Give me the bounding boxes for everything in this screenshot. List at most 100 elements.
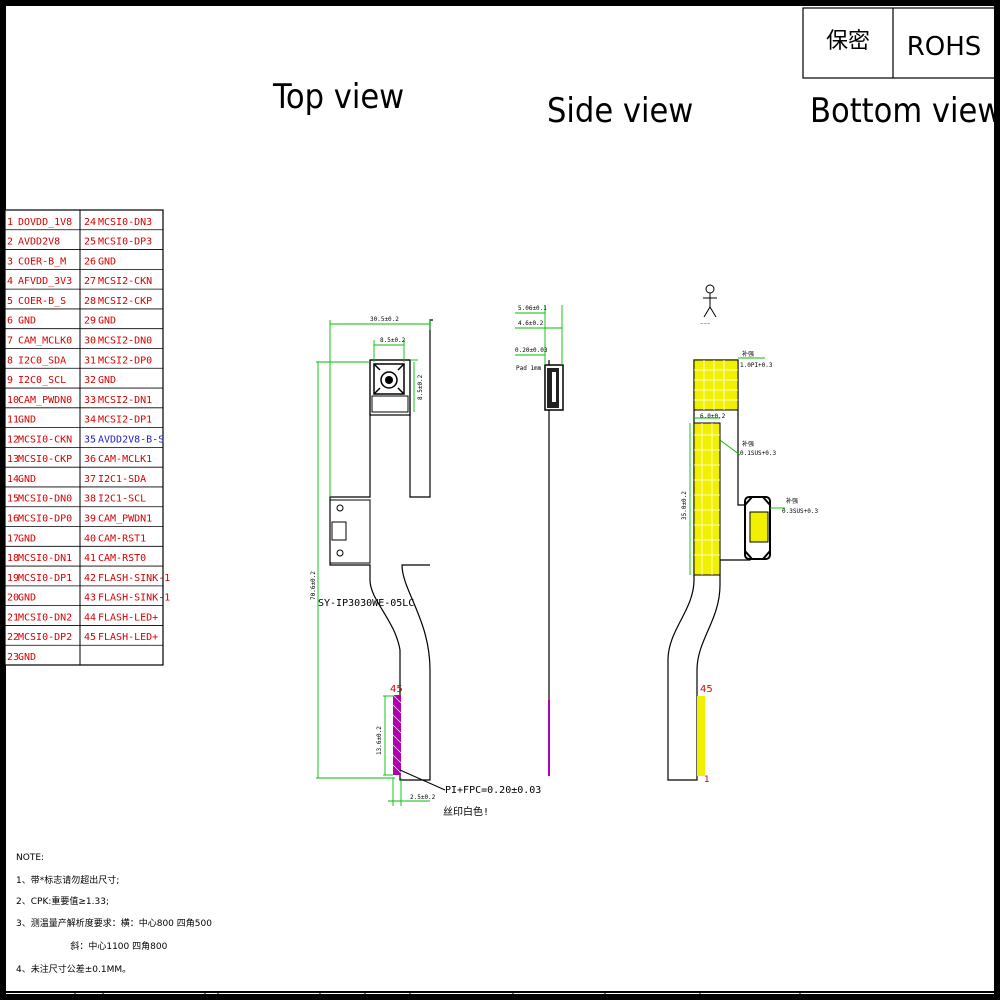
note-item: 4、未注尺寸公差±0.1MM。 [16, 963, 131, 975]
pin-signal-name: MCSI0-DP2 [18, 632, 72, 643]
bottom-body-dim: 6.0±0.2 [700, 413, 726, 420]
note-item: 斜：中心1100 四角800 [16, 940, 168, 952]
stiffener-top [693, 359, 739, 411]
title-block-ticks [74, 992, 801, 1000]
pin-table-frame [4, 209, 164, 666]
pin-number: 42 [84, 573, 96, 584]
header-block: 保密 ROHS [802, 7, 998, 79]
pin-signal-name: MCSI2-DN0 [98, 335, 152, 346]
bottom-stiffener3-label: 补强 [786, 497, 798, 505]
pin-number: 30 [84, 335, 96, 346]
pin-number: 32 [84, 375, 96, 386]
pin-number: 23 [7, 652, 19, 663]
stiffener-main [693, 422, 721, 576]
pin-number: 9 [7, 375, 13, 386]
pin-number: 15 [7, 494, 19, 505]
top-view-drawing: 45 30.5±0.2 8.5±0.2 8.5±0.2 70.6±0.2 13.… [310, 316, 541, 818]
pin-signal-name: FLASH-LED+ [98, 612, 158, 623]
note-item: 2、CPK:重要值≥1.33; [16, 895, 109, 907]
stick-figure-icon [703, 284, 717, 318]
pin-number: 14 [7, 474, 19, 485]
pin-number: 43 [84, 593, 96, 604]
pin-signal-name: MCSI2-CKN [98, 276, 152, 287]
note-item: 1、带*标志请勿超出尺寸; [16, 874, 119, 886]
side-dim-top1: 5.06±0.1 [518, 305, 547, 312]
header-box [802, 7, 998, 79]
pin-number: 41 [84, 553, 96, 564]
side-dimension-lines [515, 305, 563, 365]
side-dim-note: Pad 1mm [516, 365, 542, 372]
pin-signal-name: MCSI2-DP0 [98, 355, 152, 366]
pin-signal-name: GND [18, 593, 36, 604]
pin-signal-name: I2C0_SDA [18, 355, 66, 366]
pin-number: 26 [84, 256, 96, 267]
pin-number: 13 [7, 454, 19, 465]
bottom-connector-pads [697, 696, 705, 776]
pin-number: 38 [84, 494, 96, 505]
pin-number: 4 [7, 276, 13, 287]
pin-signal-name: AVDD2V8 [18, 237, 60, 248]
dim-connector-width: 2.5±0.2 [410, 794, 436, 801]
pin-signal-name: GND [18, 316, 36, 327]
pin-number: 11 [7, 415, 19, 426]
pin-signal-name: DOVDD_1V8 [18, 217, 72, 228]
bottom-stiffener2-spec: 0.1SUS+0.3 [740, 450, 777, 457]
pin-signal-name: MCSI0-DP3 [98, 237, 152, 248]
note-item: 3、测温量产解析度要求：横：中心800 四角500 [16, 917, 212, 929]
stiffener-pattern [694, 360, 738, 575]
side-dim-thickness: 0.20±0.03 [515, 347, 548, 354]
bottom-view-drawing: ~~~ 45 1 补强 1.0PI+0.3 6.0±0.2 [667, 284, 819, 785]
pin-signal-name: GND [98, 375, 116, 386]
pin-number: 10 [7, 395, 19, 406]
pin-number: 29 [84, 316, 96, 327]
dim-overall-length: 70.6±0.2 [310, 571, 317, 600]
confidential-label: 保密 [826, 29, 870, 54]
pin-number: 8 [7, 355, 13, 366]
top-view-title: Top view [272, 77, 404, 117]
dim-module-width: 8.5±0.2 [380, 337, 406, 344]
pin-signal-name: GND [18, 652, 36, 663]
bottom-stiffener2-label: 补强 [742, 440, 754, 448]
pin-signal-name: COER-B_M [18, 256, 66, 267]
pin-signal-name: AVDD2V8-B-S [98, 434, 164, 445]
pin-signal-name: FLASH-LED+ [98, 632, 158, 643]
pin-signal-name: MCSI2-DN1 [98, 395, 152, 406]
pin-number: 34 [84, 415, 96, 426]
pin-signal-name: MCSI0-DP1 [18, 573, 72, 584]
stick-figure-caption: ~~~ [700, 321, 710, 326]
pin-number: 3 [7, 256, 13, 267]
bottom-height-dim: 35.0±0.2 [681, 491, 688, 520]
pin-signal-name: CAM_MCLK0 [18, 335, 72, 346]
pin-number: 7 [7, 335, 13, 346]
pin-number: 39 [84, 514, 96, 525]
pin-number: 22 [7, 632, 19, 643]
pin-signal-name: MCSI0-DN2 [18, 612, 72, 623]
pin-number: 28 [84, 296, 96, 307]
pin-signal-name: MCSI2-DP1 [98, 415, 152, 426]
part-number-label: SY-IP3030WE-05LC [318, 598, 414, 609]
pin-number: 37 [84, 474, 96, 485]
dim-module-height: 8.5±0.2 [417, 374, 424, 400]
pin-signal-name: I2C1-SDA [98, 474, 146, 485]
pin-number: 5 [7, 296, 13, 307]
top-dimension-lines [316, 320, 431, 806]
pin-number: 19 [7, 573, 19, 584]
material-label: PI+FPC=0.20±0.03 [445, 785, 541, 796]
pin-signal-name: GND [18, 474, 36, 485]
side-tab [329, 499, 371, 564]
pin-number: 31 [84, 355, 96, 366]
bottom-flex-outline [667, 359, 751, 781]
pin-signal-name: I2C1-SCL [98, 494, 146, 505]
pin-signal-name: MCSI2-CKP [98, 296, 152, 307]
pin-signal-name: CAM-MCLK1 [98, 454, 152, 465]
pin-signal-name: CAM_PWDN1 [98, 514, 152, 525]
pin-number: 12 [7, 434, 19, 445]
bottom-stiffener3-spec: 0.3SUS+0.3 [782, 508, 819, 515]
side-view-drawing: 5.06±0.1 4.6±0.2 0.20±0.03 Pad 1mm [515, 305, 564, 776]
pin-signal-name: MCSI0-CKN [18, 434, 72, 445]
pin-signal-name: AFVDD_3V3 [18, 276, 72, 287]
silkscreen-label: 丝印白色! [443, 805, 489, 818]
